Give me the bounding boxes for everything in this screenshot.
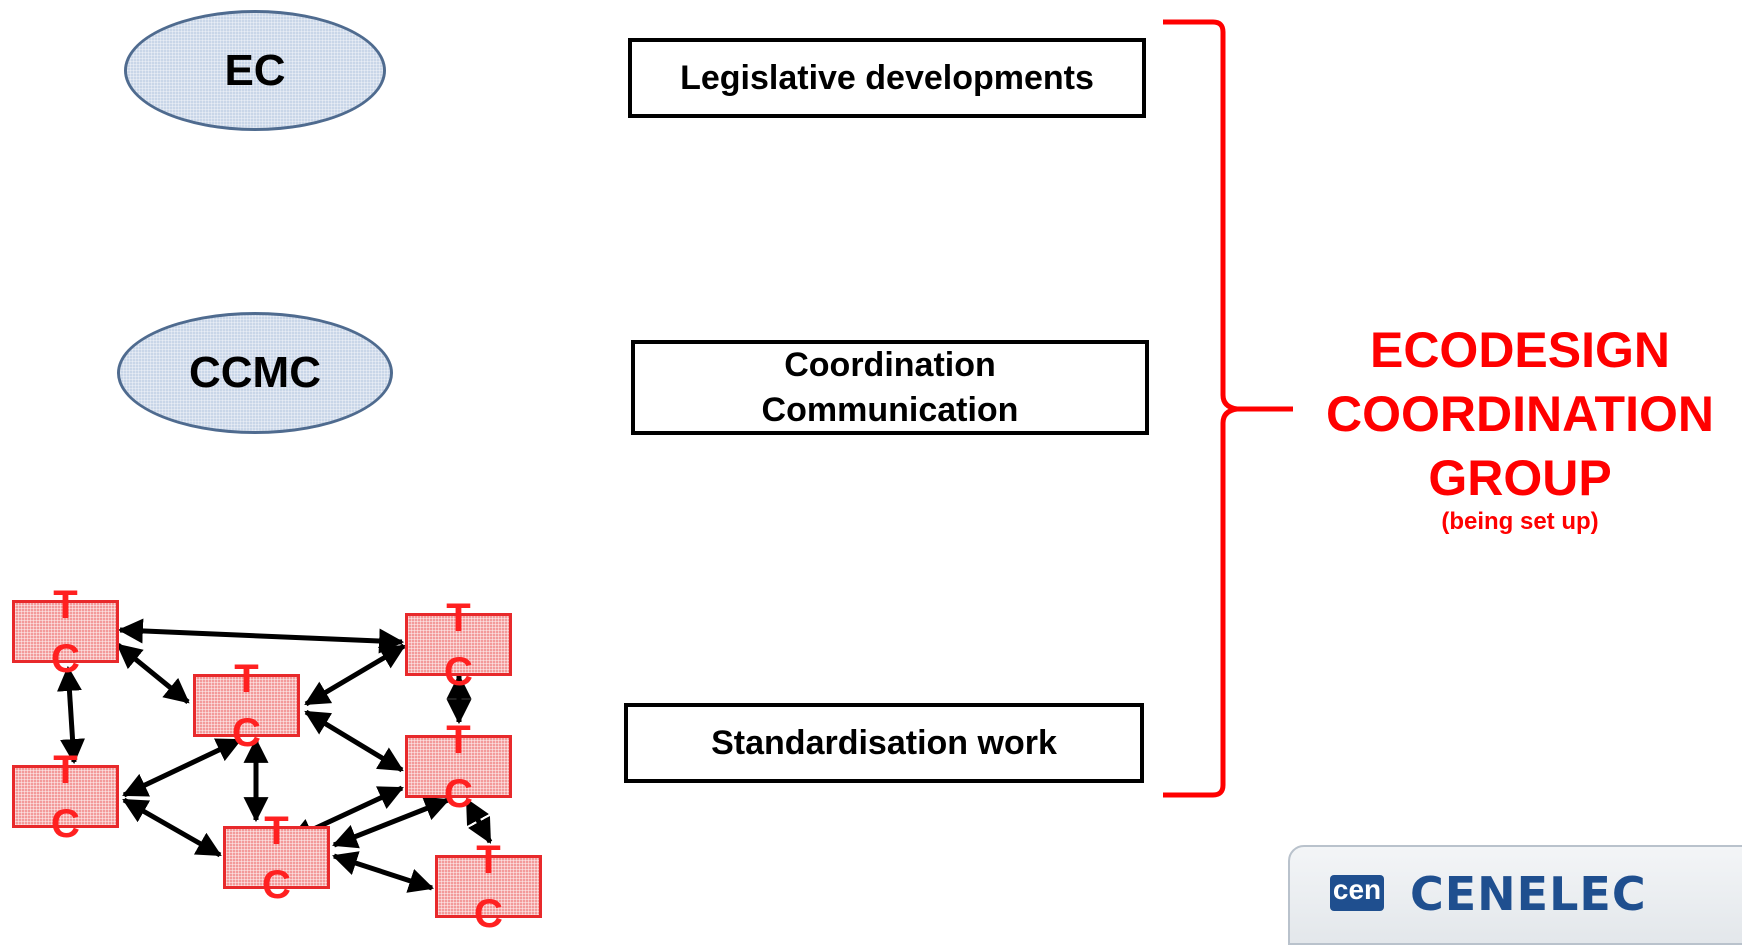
tc-link-1-2 (117, 618, 405, 654)
tc-link-2-3 (304, 643, 406, 707)
standardisation-box: Standardisation work (624, 703, 1144, 783)
group-subtitle: (being set up) (1441, 508, 1599, 535)
group-title-line2: COORDINATION (1326, 386, 1714, 442)
cenelec-logo-text: CENELEC (1410, 867, 1647, 921)
communication-label: Communication (761, 390, 1019, 429)
group-bracket (1163, 19, 1293, 798)
cen-logo-mark: cen (1330, 875, 1384, 911)
tc-link-3-4 (304, 709, 404, 773)
legislative-box: Legislative developments (628, 38, 1146, 118)
tc-link-1-3 (116, 643, 190, 704)
tc-link-1-5 (56, 665, 86, 765)
tc-box-3: T C (193, 659, 300, 753)
tc-box-5: T C (12, 750, 119, 844)
ec-ellipse: EC (124, 10, 386, 131)
group-title-line3: GROUP (1428, 450, 1612, 506)
tc-box-1: T C (12, 585, 119, 679)
legislative-label: Legislative developments (680, 58, 1094, 97)
ccmc-ellipse: CCMC (117, 312, 393, 434)
ecodesign-group-title: ECODESIGN COORDINATION GROUP (being set … (1300, 318, 1740, 538)
coordination-label: Coordination (784, 346, 996, 385)
ccmc-label: CCMC (189, 348, 321, 397)
tc-link-5-6 (122, 797, 222, 858)
standardisation-label: Standardisation work (711, 723, 1057, 762)
cen-cenelec-logo: cen CENELEC (1288, 845, 1742, 945)
coordination-box: Coordination Communication (631, 340, 1149, 435)
tc-link-4-7 (464, 798, 493, 844)
tc-box-7: T C (435, 840, 542, 934)
group-title-line1: ECODESIGN (1369, 322, 1671, 378)
tc-box-2: T C (405, 598, 512, 692)
ec-label: EC (224, 45, 286, 95)
tc-box-6: T C (223, 811, 330, 905)
tc-link-6-7 (332, 851, 434, 893)
tc-link-3-5 (122, 737, 242, 798)
tc-link-4-6b (332, 796, 450, 849)
tc-box-4: T C (405, 720, 512, 814)
